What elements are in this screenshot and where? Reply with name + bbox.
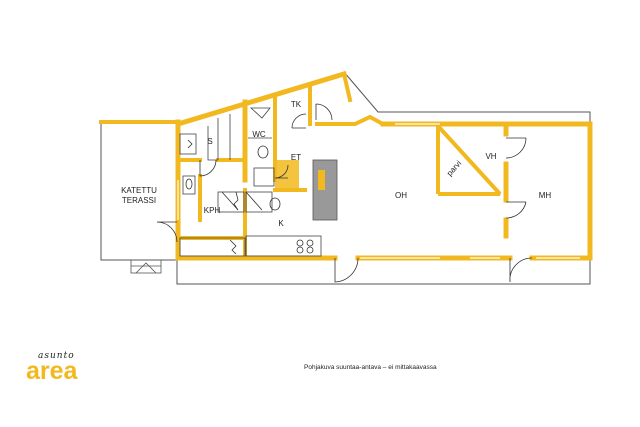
door-vh (505, 137, 527, 159)
door-mh-out (509, 257, 533, 283)
door-kph (221, 191, 263, 211)
door-terrace (156, 221, 178, 243)
door-mh (505, 201, 527, 219)
toilet-icon (257, 145, 269, 159)
logo-text-big: area (26, 357, 78, 385)
room-label-kph: KPH (204, 206, 221, 215)
room-label-oh: OH (395, 191, 407, 200)
door-wc (274, 164, 289, 179)
room-label-vh: VH (485, 152, 496, 161)
sink-icon (269, 197, 281, 211)
door-tk (291, 113, 307, 129)
terrace-steps (130, 259, 162, 274)
outline-lines (100, 71, 591, 285)
loft-outline (436, 124, 502, 196)
windows (177, 123, 580, 259)
door-main (334, 257, 359, 283)
room-label-parvi: parvi (445, 159, 463, 178)
room-label-et: ET (291, 153, 301, 162)
room-label-terrace-2: TERASSI (122, 196, 156, 205)
room-label-kitchen: K (278, 219, 284, 228)
door-et (315, 103, 333, 121)
interior-lines (179, 107, 322, 257)
room-label-terrace-1: KATETTU (121, 186, 157, 195)
plan-caption: Pohjakuva suuntaa-antava – ei mittakaava… (304, 364, 437, 371)
doors (156, 103, 533, 283)
room-label-wc: WC (252, 130, 266, 139)
stove-icon (296, 239, 304, 247)
kitchen-island (275, 159, 338, 221)
room-label-sauna: S (207, 137, 212, 146)
bath-sink-icon (185, 178, 193, 190)
room-label-mh: MH (539, 191, 552, 200)
logo-text-small: asunto (38, 351, 75, 361)
fixtures (185, 139, 314, 255)
room-label-tk: TK (291, 100, 302, 109)
walls (99, 70, 593, 261)
door-sauna (199, 159, 217, 177)
